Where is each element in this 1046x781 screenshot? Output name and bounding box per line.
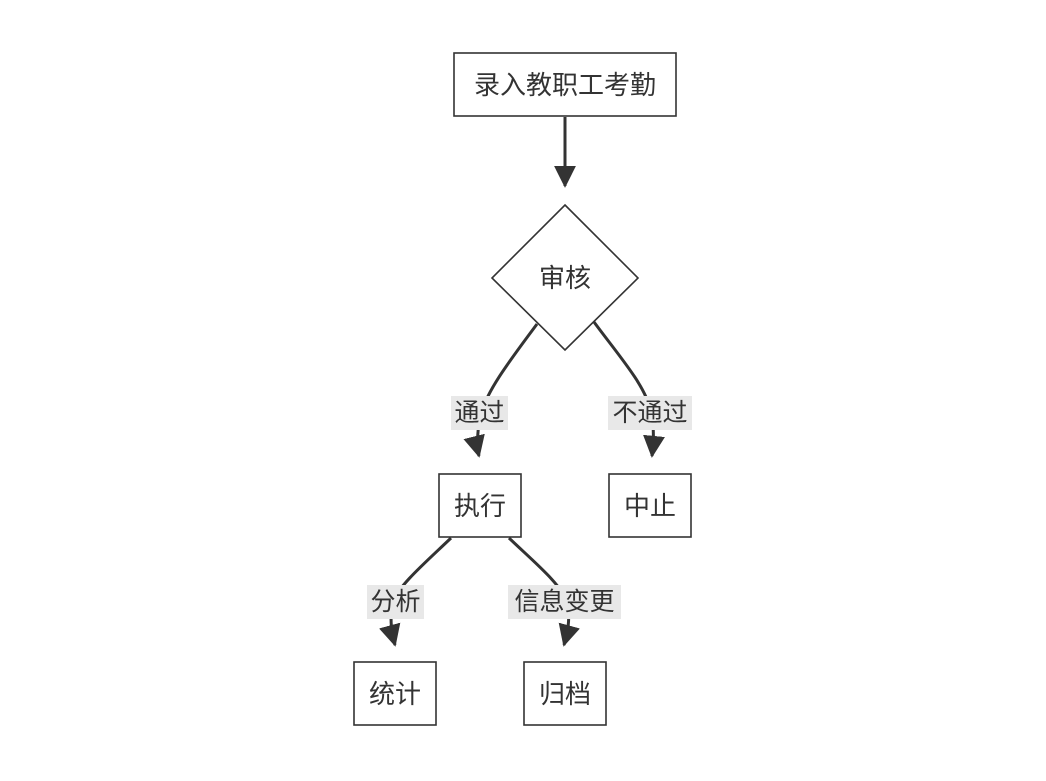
node-execute: 执行 [438, 473, 522, 538]
edge-review-to-execute [463, 323, 539, 458]
edge-review-to-stop [592, 321, 665, 458]
edge-label-pass: 通过 [451, 396, 508, 430]
node-review-decision: 审核 [490, 203, 640, 352]
edge-label-pass-text: 通过 [454, 398, 504, 427]
node-statistics: 统计 [353, 661, 437, 726]
node-archive: 归档 [523, 661, 607, 726]
edge-label-analyze-text: 分析 [370, 587, 420, 616]
edge-label-analyze: 分析 [367, 585, 424, 619]
node-record-attendance-label: 录入教职工考勤 [474, 71, 656, 101]
edge-label-info-change: 信息变更 [508, 585, 621, 619]
node-statistics-label: 统计 [369, 680, 421, 710]
edge-label-fail: 不通过 [608, 396, 692, 430]
node-record-attendance: 录入教职工考勤 [453, 52, 677, 117]
node-stop-label: 中止 [624, 492, 676, 522]
edge-label-fail-text: 不通过 [612, 398, 687, 427]
node-stop: 中止 [608, 473, 692, 538]
node-review-decision-label: 审核 [539, 264, 591, 294]
edge-label-info-change-text: 信息变更 [514, 587, 614, 616]
node-archive-label: 归档 [539, 680, 591, 710]
node-execute-label: 执行 [454, 492, 506, 522]
